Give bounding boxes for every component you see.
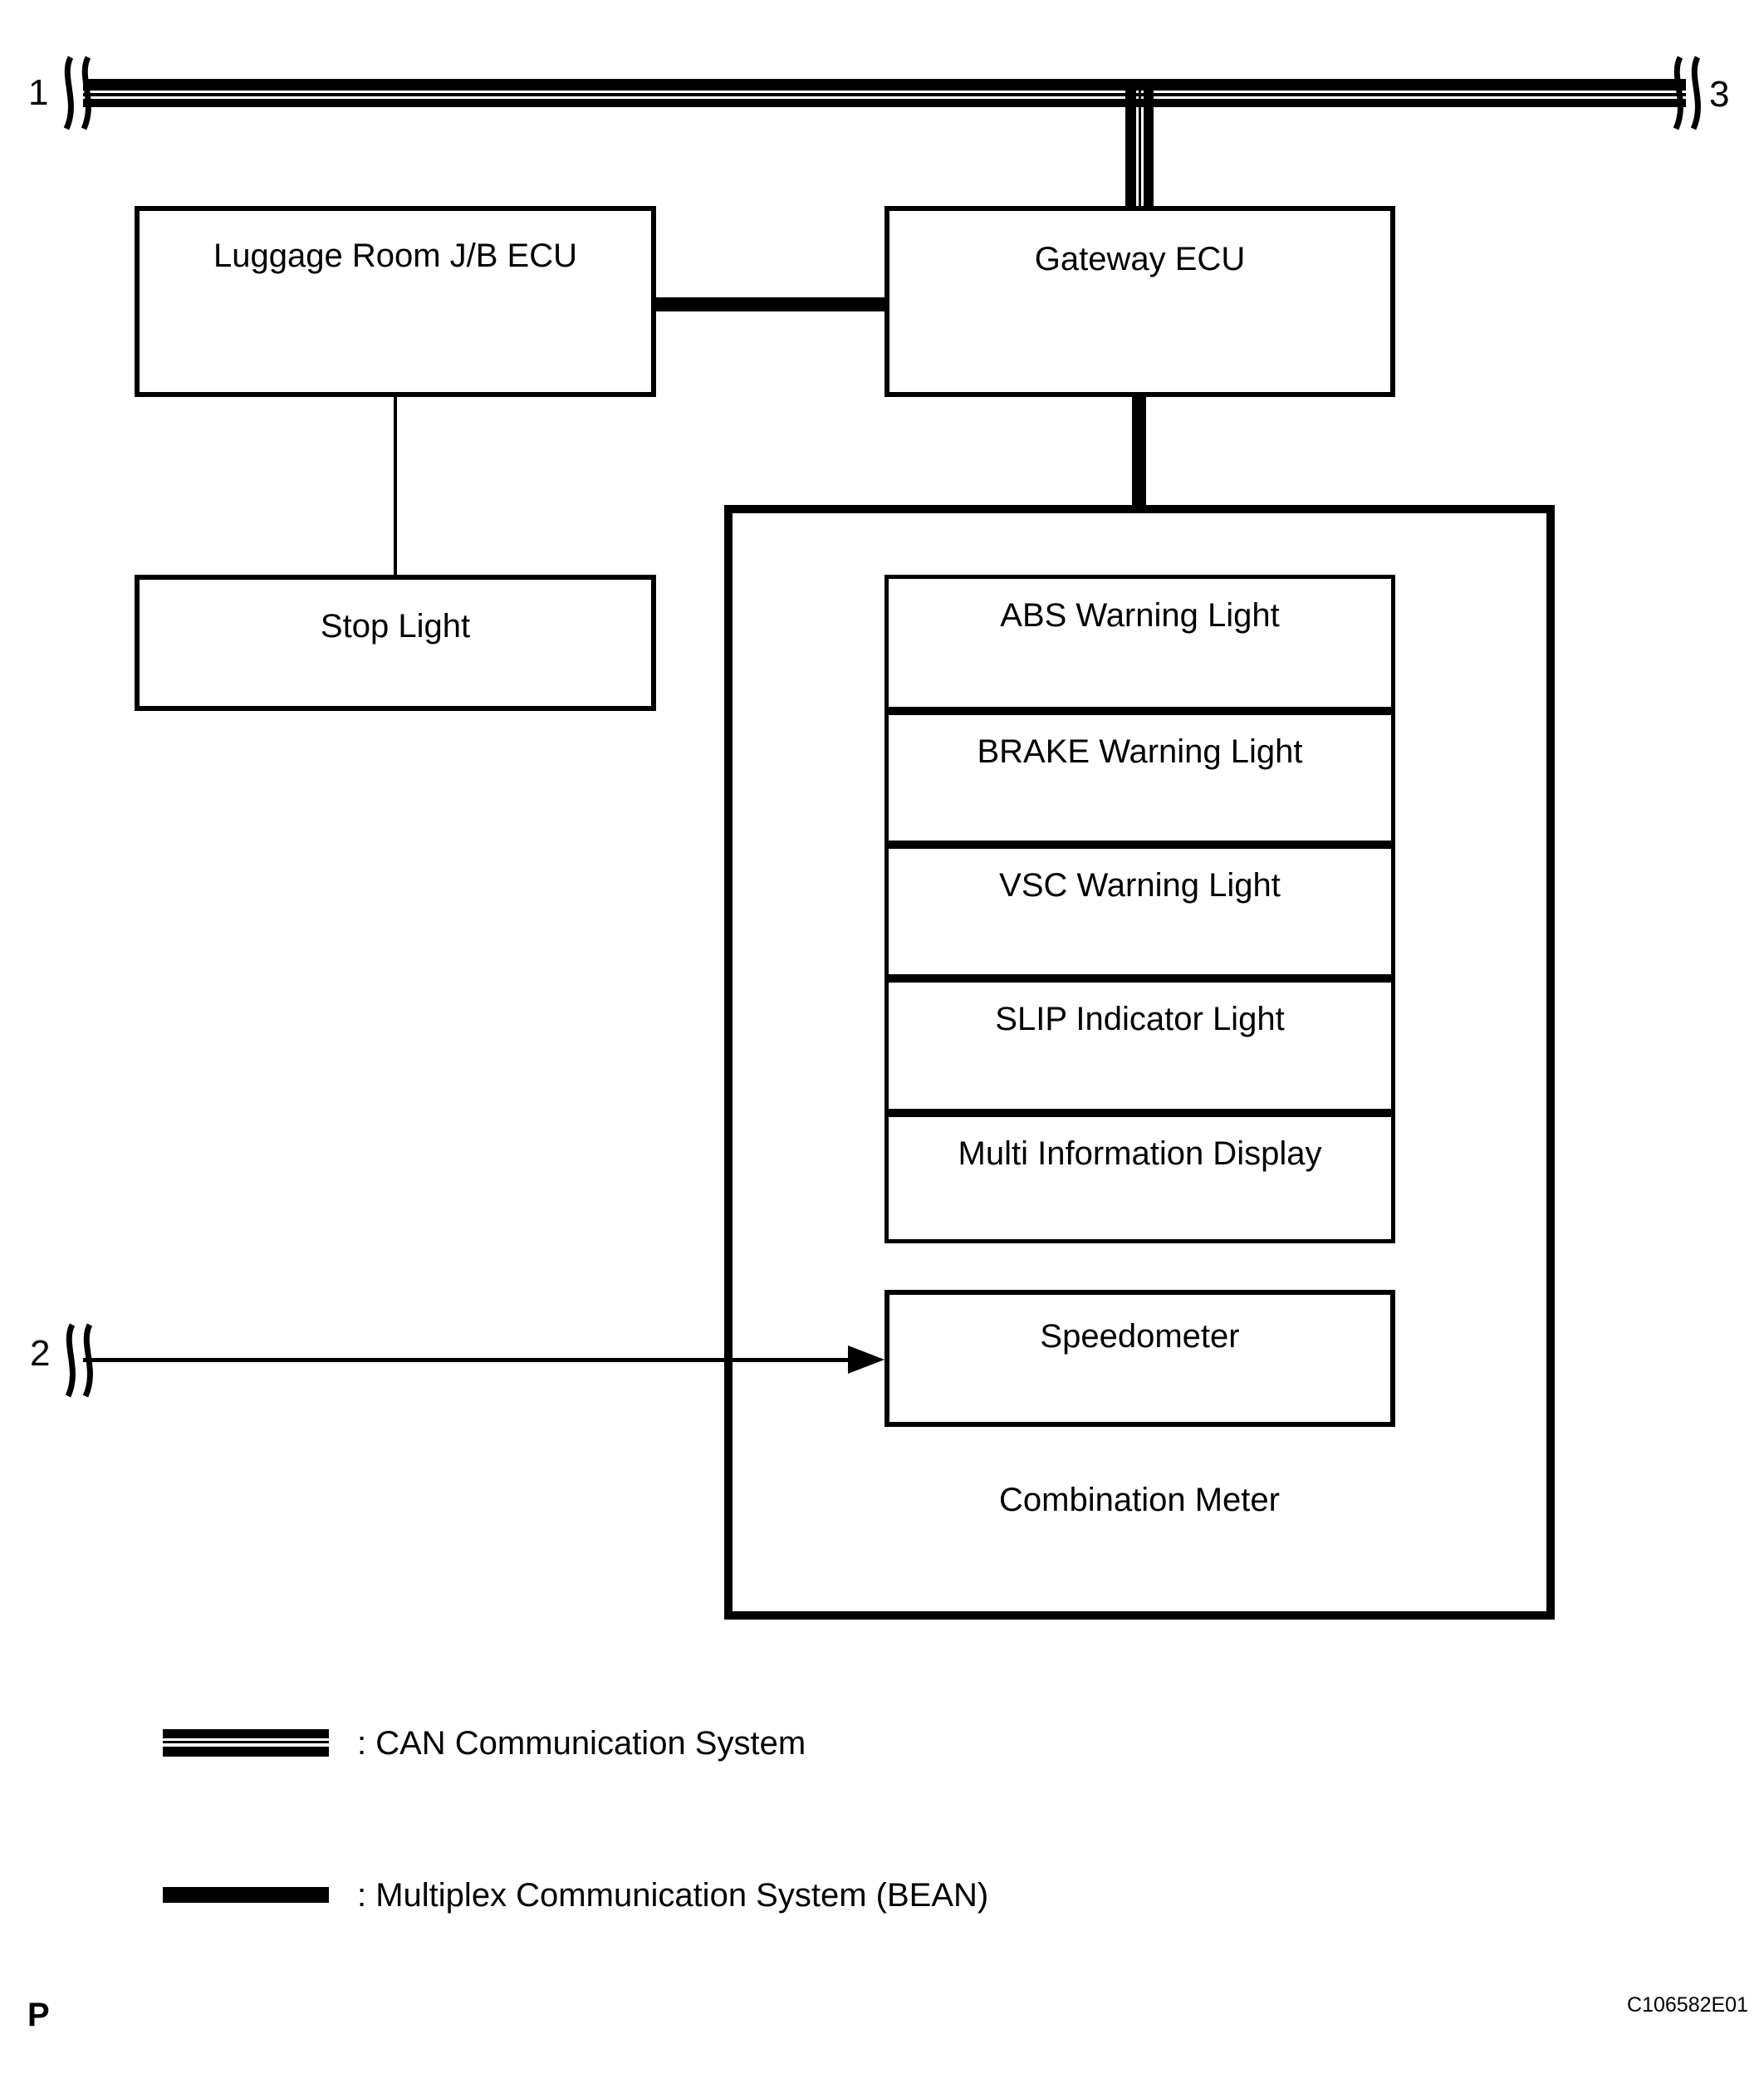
multi-information-display-box: Multi Information Display: [884, 1113, 1395, 1243]
luggage-room-jb-ecu-box: Luggage Room J/B ECU: [135, 206, 656, 397]
legend-can-swatch: [163, 1729, 329, 1757]
can-bus-top-line: [83, 79, 1686, 91]
can-drop-line: [1125, 90, 1154, 206]
vsc-warning-light-box: VSC Warning Light: [884, 845, 1395, 978]
arrow-break-icon: [65, 1323, 93, 1398]
can-bus-line: [83, 79, 1686, 107]
bus-break-right-icon: [1673, 56, 1701, 130]
page-marker: P: [27, 1997, 50, 2033]
arrow-line: [83, 1358, 849, 1362]
stop-light-link-line: [394, 397, 397, 575]
legend-bean-swatch: [163, 1887, 329, 1903]
stop-light-label: Stop Light: [320, 608, 471, 645]
bus-endpoint-label-3: 3: [1709, 74, 1730, 115]
brake-warning-light-box: BRAKE Warning Light: [884, 711, 1395, 845]
stop-light-box: Stop Light: [135, 575, 656, 711]
bus-endpoint-label-1: 1: [28, 72, 49, 113]
arrow-endpoint-label-2: 2: [30, 1333, 51, 1374]
abs-warning-light-box: ABS Warning Light: [884, 575, 1395, 711]
arrow-head-icon: [848, 1345, 884, 1374]
multi-information-display-label: Multi Information Display: [958, 1135, 1322, 1172]
speedometer-box: Speedometer: [884, 1290, 1395, 1427]
can-bus-bottom-line: [83, 99, 1686, 107]
brake-warning-light-label: BRAKE Warning Light: [977, 733, 1303, 770]
bean-drop-line: [1132, 395, 1146, 508]
slip-indicator-light-box: SLIP Indicator Light: [884, 978, 1395, 1113]
bean-link-line: [656, 297, 884, 311]
figure-code: C106582E01: [1627, 1993, 1748, 2017]
slip-indicator-light-label: SLIP Indicator Light: [995, 1001, 1285, 1037]
can-bus-middle-line: [83, 93, 1686, 96]
legend-bean-label: : Multiplex Communication System (BEAN): [357, 1877, 989, 1914]
speedometer-label: Speedometer: [1040, 1318, 1240, 1355]
gateway-ecu-box: Gateway ECU: [884, 206, 1395, 397]
bus-break-left-icon: [63, 56, 91, 130]
vsc-warning-light-label: VSC Warning Light: [999, 867, 1281, 904]
luggage-room-jb-ecu-label: Luggage Room J/B ECU: [213, 238, 577, 274]
combination-meter-label: Combination Meter: [999, 1482, 1280, 1518]
gateway-ecu-label: Gateway ECU: [1034, 241, 1246, 277]
abs-warning-light-label: ABS Warning Light: [1000, 597, 1280, 634]
legend-can-label: : CAN Communication System: [357, 1725, 806, 1762]
